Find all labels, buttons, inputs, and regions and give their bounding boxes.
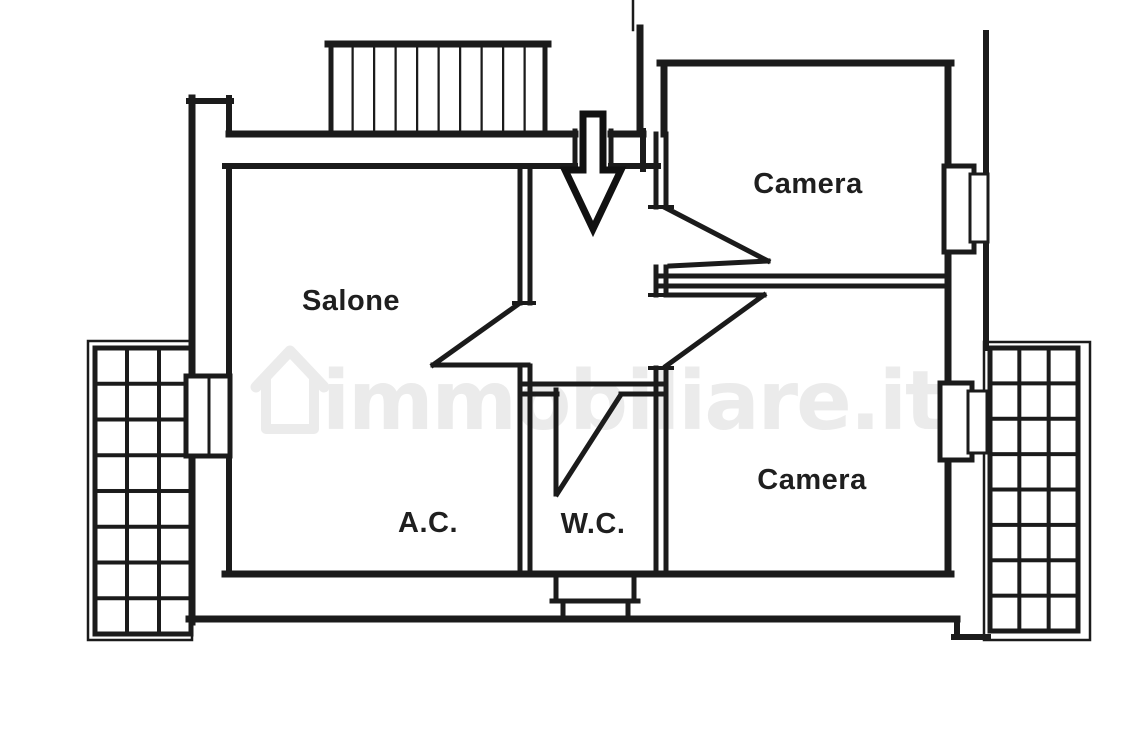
left-balcony-grid: [92, 345, 194, 637]
right-balcony: [982, 340, 1092, 642]
camera-bottom-door-swing: [662, 291, 768, 370]
door-swings: [429, 204, 772, 498]
room-label-camera-top: Camera: [753, 168, 863, 200]
room-label-salone: Salone: [302, 285, 400, 317]
staircase: [324, 40, 552, 134]
walls: [185, 0, 991, 640]
wc-door-swing: [553, 387, 624, 498]
right-balcony-grid: [987, 345, 1081, 634]
camera-top-window: [941, 163, 990, 255]
right-balcony-outer-line: [982, 340, 1092, 642]
staircase-steps: [330, 47, 545, 131]
watermark-text: immobiliare.it: [322, 354, 943, 449]
room-labels: Salone A.C. W.C. Camera Camera: [302, 168, 867, 540]
room-label-wc: W.C.: [561, 508, 626, 540]
house-icon: [250, 345, 330, 434]
watermark: immobiliare.it: [250, 345, 945, 449]
camera-bottom-window: [937, 380, 989, 463]
windows: [183, 163, 990, 463]
down-arrow-icon: [559, 110, 627, 238]
salone-balcony-window: [183, 373, 233, 459]
left-balcony: [86, 339, 194, 642]
salone-door-swing: [429, 299, 531, 369]
room-label-camera-bottom: Camera: [757, 464, 867, 496]
camera-top-door-swing: [662, 204, 772, 269]
room-label-ac: A.C.: [398, 507, 458, 539]
